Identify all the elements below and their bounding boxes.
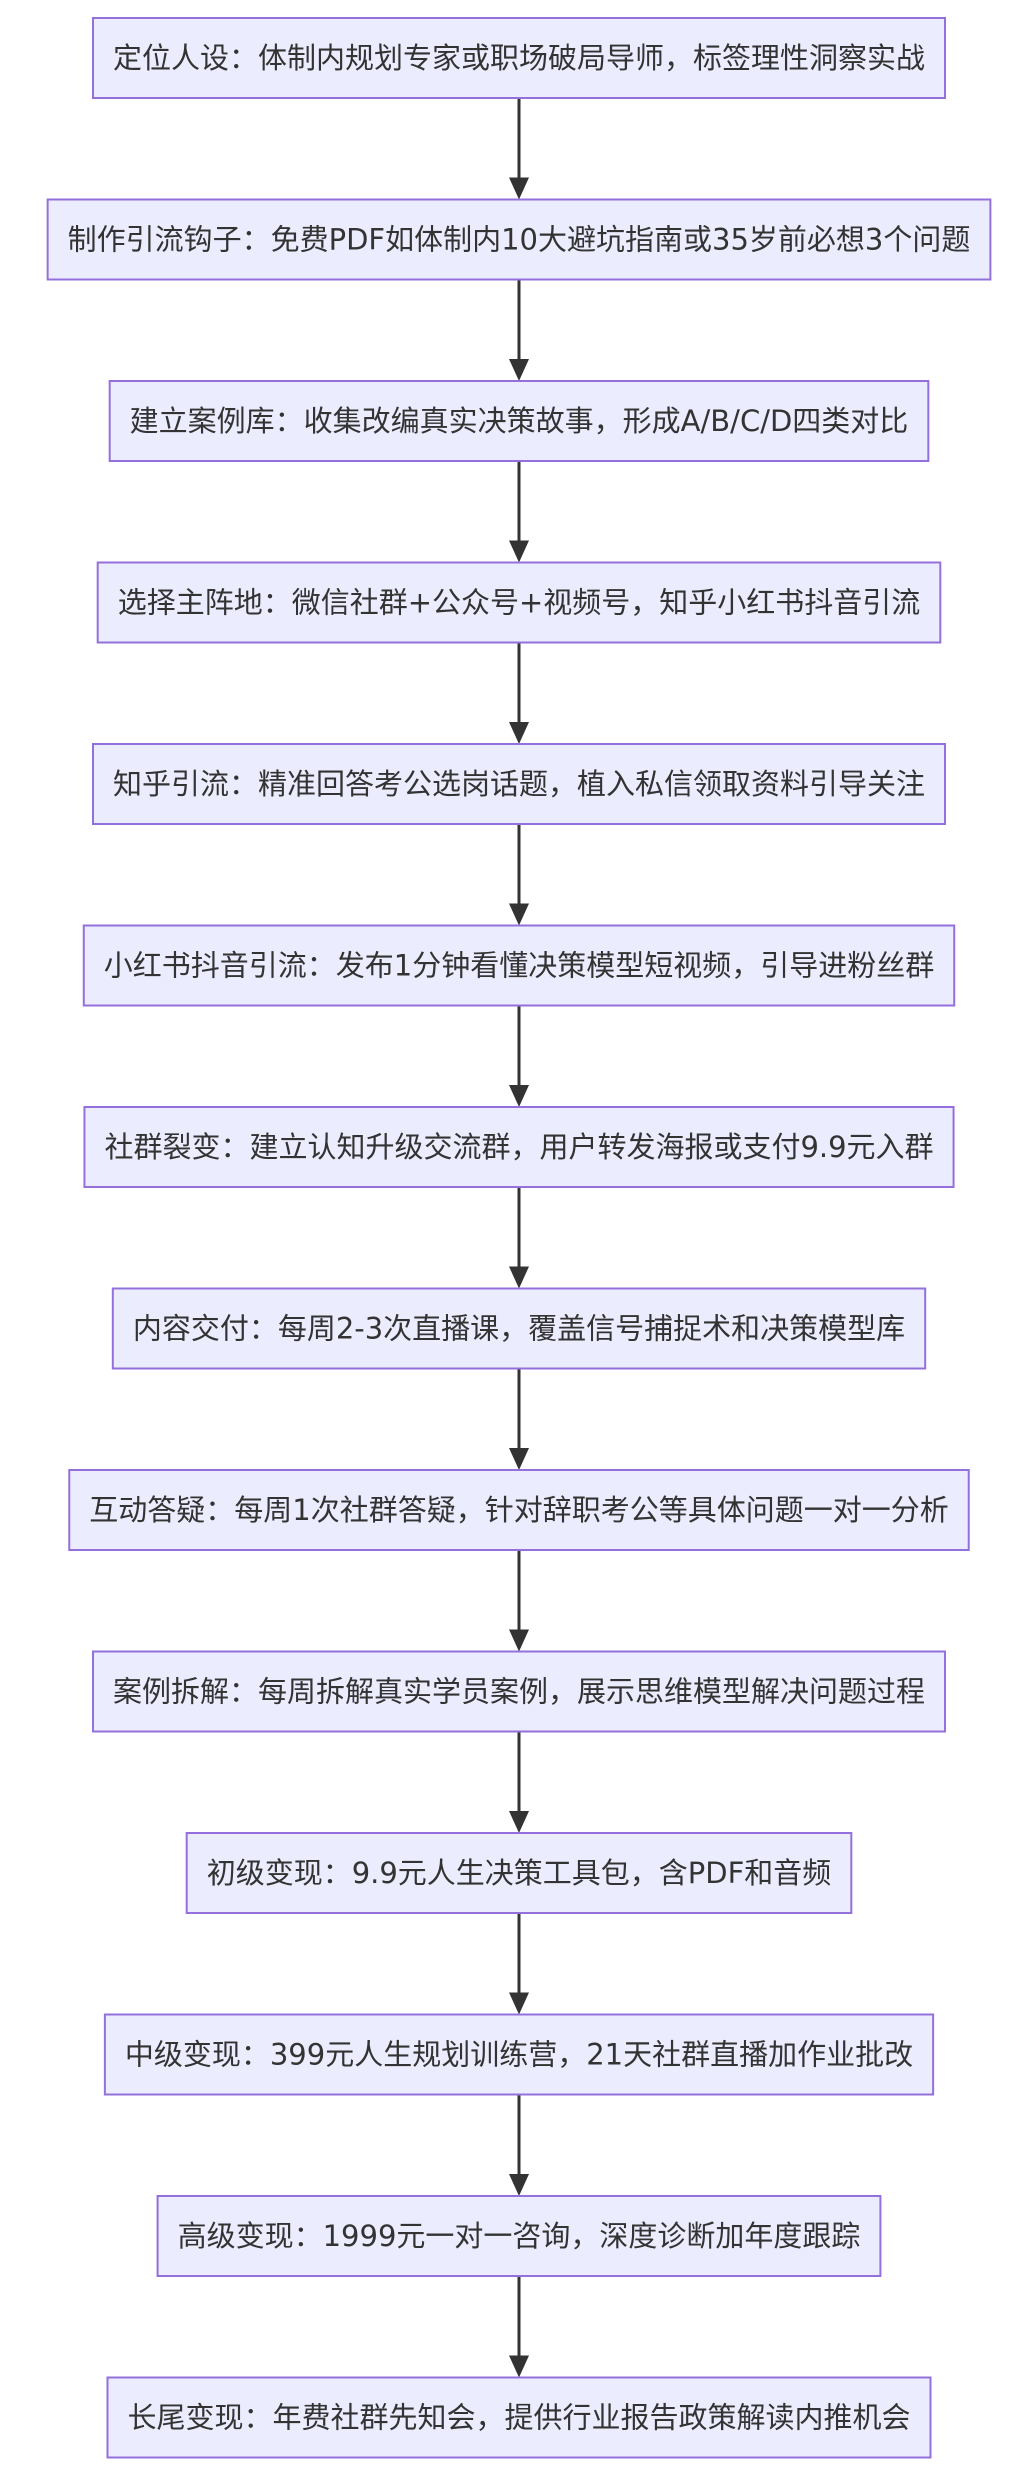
flow-arrow-8 bbox=[509, 1368, 529, 1470]
flow-arrow-3 bbox=[509, 461, 529, 563]
flow-arrow-head bbox=[509, 722, 529, 744]
flow-node-label: 选择主阵地：微信社群+公众号+视频号，知乎小红书抖音引流 bbox=[118, 586, 921, 620]
flow-node-box bbox=[111, 1287, 927, 1370]
flow-node-box bbox=[103, 2013, 935, 2096]
flow-arrow-5 bbox=[509, 824, 529, 926]
flow-node-label: 内容交付：每周2-3次直播课，覆盖信号捕捉术和决策模型库 bbox=[133, 1312, 905, 1346]
flow-node-box bbox=[82, 924, 956, 1007]
flow-node-box bbox=[106, 2376, 932, 2459]
flow-node-box bbox=[108, 380, 930, 462]
flow-node-label: 建立案例库：收集改编真实决策故事，形成A/B/C/D四类对比 bbox=[130, 404, 909, 438]
flow-arrow-head bbox=[509, 1811, 529, 1833]
flow-node-13: 高级变现：1999元一对一咨询，深度诊断加年度跟踪 bbox=[156, 2195, 882, 2277]
flow-arrow-13 bbox=[509, 2276, 529, 2378]
flow-node-12: 中级变现：399元人生规划训练营，21天社群直播加作业批改 bbox=[103, 2013, 935, 2096]
flow-node-box bbox=[91, 17, 947, 99]
flow-node-box bbox=[83, 1106, 955, 1188]
flow-arrow-head bbox=[509, 1448, 529, 1470]
flow-node-11: 初级变现：9.9元人生决策工具包，含PDF和音频 bbox=[185, 1832, 853, 1914]
flow-node-10: 案例拆解：每周拆解真实学员案例，展示思维模型解决问题过程 bbox=[91, 1650, 947, 1733]
flow-node-label: 小红书抖音引流：发布1分钟看懂决策模型短视频，引导进粉丝群 bbox=[104, 949, 934, 983]
flow-node-box bbox=[68, 1469, 970, 1551]
flow-arrow-head bbox=[509, 1992, 529, 2015]
flow-arrow-head bbox=[509, 2174, 529, 2196]
flow-arrow-10 bbox=[509, 1731, 529, 1833]
flow-node-box bbox=[156, 2195, 882, 2277]
flow-arrow-2 bbox=[509, 279, 529, 381]
flow-arrow-head bbox=[509, 540, 529, 563]
flow-arrow-head bbox=[509, 1629, 529, 1652]
flow-node-box bbox=[185, 1832, 853, 1914]
flow-node-label: 制作引流钩子：免费PDF如体制内10大避坑指南或35岁前必想3个问题 bbox=[68, 223, 971, 257]
edges-layer bbox=[509, 98, 529, 2378]
nodes-layer: 定位人设：体制内规划专家或职场破局导师，标签理性洞察实战制作引流钩子：免费PDF… bbox=[46, 17, 992, 2459]
flow-arrow-head bbox=[509, 1266, 529, 1289]
flow-arrow-7 bbox=[509, 1187, 529, 1289]
flow-node-9: 互动答疑：每周1次社群答疑，针对辞职考公等具体问题一对一分析 bbox=[68, 1469, 970, 1551]
flow-arrow-12 bbox=[509, 2094, 529, 2196]
flow-node-box bbox=[96, 561, 942, 644]
flow-arrow-4 bbox=[509, 642, 529, 744]
flow-node-label: 案例拆解：每周拆解真实学员案例，展示思维模型解决问题过程 bbox=[113, 1675, 925, 1709]
flow-node-label: 初级变现：9.9元人生决策工具包，含PDF和音频 bbox=[207, 1856, 832, 1890]
flow-arrow-head bbox=[509, 1085, 529, 1107]
flow-node-5: 知乎引流：精准回答考公选岗话题，植入私信领取资料引导关注 bbox=[91, 743, 947, 825]
flow-node-4: 选择主阵地：微信社群+公众号+视频号，知乎小红书抖音引流 bbox=[96, 561, 942, 644]
flow-arrow-head bbox=[509, 359, 529, 381]
flow-node-label: 中级变现：399元人生规划训练营，21天社群直播加作业批改 bbox=[125, 2038, 913, 2072]
flow-node-8: 内容交付：每周2-3次直播课，覆盖信号捕捉术和决策模型库 bbox=[111, 1287, 927, 1370]
flow-node-label: 定位人设：体制内规划专家或职场破局导师，标签理性洞察实战 bbox=[113, 41, 925, 75]
flow-node-label: 长尾变现：年费社群先知会，提供行业报告政策解读内推机会 bbox=[127, 2401, 910, 2435]
flow-node-label: 互动答疑：每周1次社群答疑，针对辞职考公等具体问题一对一分析 bbox=[89, 1493, 948, 1527]
flow-node-box bbox=[46, 198, 992, 281]
flow-node-14: 长尾变现：年费社群先知会，提供行业报告政策解读内推机会 bbox=[106, 2376, 932, 2459]
flow-node-3: 建立案例库：收集改编真实决策故事，形成A/B/C/D四类对比 bbox=[108, 380, 930, 462]
flow-arrow-head bbox=[509, 177, 529, 200]
flow-node-7: 社群裂变：建立认知升级交流群，用户转发海报或支付9.9元入群 bbox=[83, 1106, 955, 1188]
flow-arrow-6 bbox=[509, 1005, 529, 1107]
flow-node-box bbox=[91, 743, 947, 825]
flow-node-1: 定位人设：体制内规划专家或职场破局导师，标签理性洞察实战 bbox=[91, 17, 947, 99]
flow-node-6: 小红书抖音引流：发布1分钟看懂决策模型短视频，引导进粉丝群 bbox=[82, 924, 956, 1007]
flow-node-box bbox=[91, 1650, 947, 1733]
flow-node-2: 制作引流钩子：免费PDF如体制内10大避坑指南或35岁前必想3个问题 bbox=[46, 198, 992, 281]
flow-arrow-9 bbox=[509, 1550, 529, 1652]
flow-arrow-head bbox=[509, 903, 529, 926]
flow-arrow-head bbox=[509, 2355, 529, 2378]
flow-node-label: 高级变现：1999元一对一咨询，深度诊断加年度跟踪 bbox=[178, 2219, 861, 2253]
flow-arrow-1 bbox=[509, 98, 529, 200]
flow-node-label: 社群裂变：建立认知升级交流群，用户转发海报或支付9.9元入群 bbox=[104, 1130, 933, 1164]
flow-arrow-11 bbox=[509, 1913, 529, 2015]
flow-node-label: 知乎引流：精准回答考公选岗话题，植入私信领取资料引导关注 bbox=[113, 767, 925, 801]
